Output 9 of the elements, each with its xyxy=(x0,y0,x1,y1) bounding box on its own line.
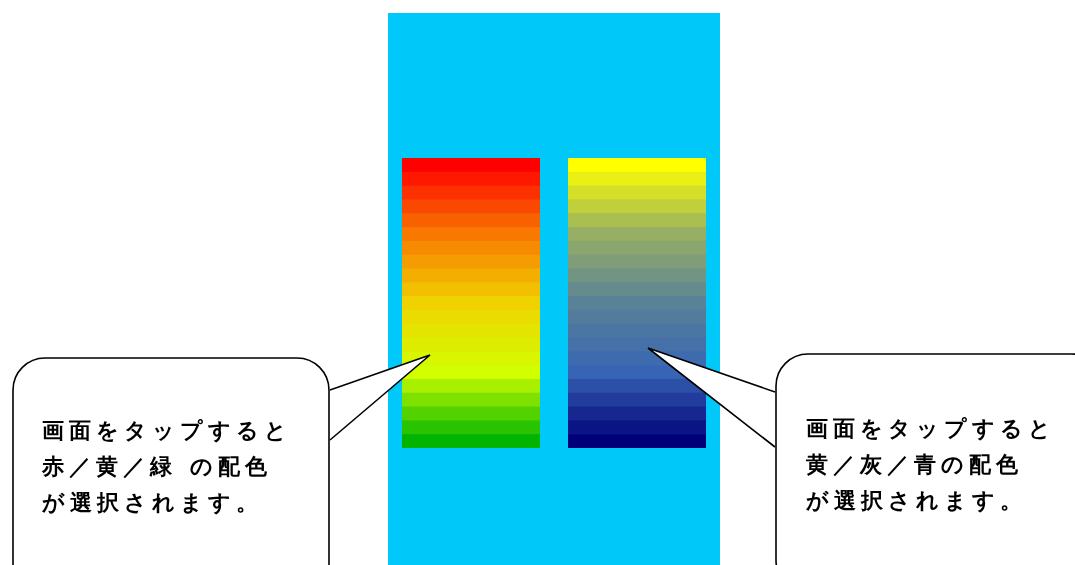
speech-bubble xyxy=(775,353,1075,565)
gradient-bar xyxy=(568,158,706,448)
callout-pointer xyxy=(329,354,431,441)
speech-bubble xyxy=(12,357,330,565)
gradient-bar xyxy=(402,158,540,448)
callout-text: 画面をタップすると黄／灰／青の配色が選択されます。 xyxy=(806,415,1056,515)
callout-text: 画面をタップすると赤／黄／緑 の配色が選択されます。 xyxy=(42,417,292,517)
callout-pointer xyxy=(647,347,776,448)
screen-panel xyxy=(388,13,720,565)
